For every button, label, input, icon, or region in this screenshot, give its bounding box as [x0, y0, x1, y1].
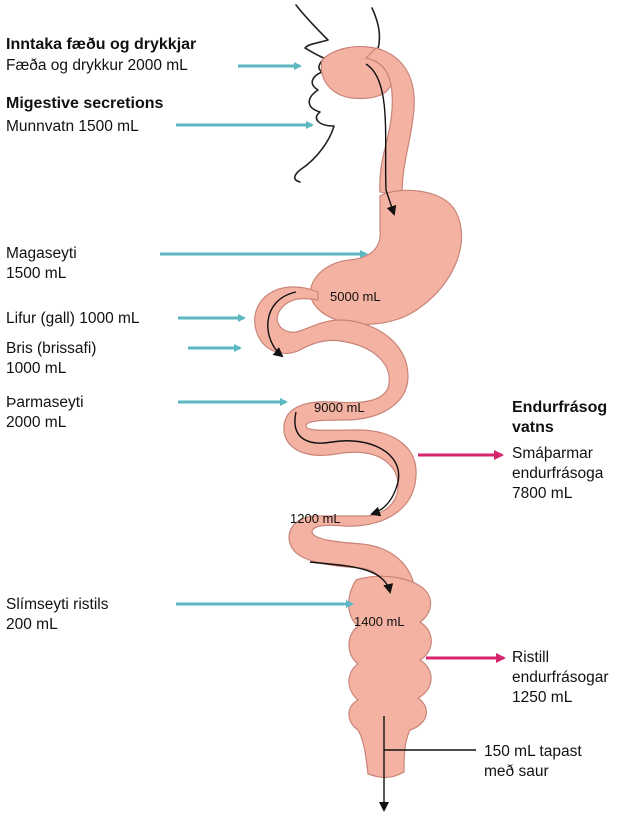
intestinal-label: Þarmaseyti 2000 mL: [6, 394, 84, 431]
ileum-volume: 1200 mL: [290, 511, 341, 526]
flow-arrow-jejunum: [294, 411, 400, 517]
flow-arrow-esophagus: [365, 63, 397, 216]
colon-volume: 1400 mL: [354, 614, 405, 629]
small-intestine-reabsorption-label: Smáþarmar endurfrásoga 7800 mL: [512, 445, 604, 502]
pancreatic-label: Bris (brissafi) 1000 mL: [6, 340, 97, 377]
secretions-heading: Migestive secretions: [6, 95, 164, 112]
saliva-label: Munnvatn 1500 mL: [6, 118, 139, 135]
duodenum-volume: 9000 mL: [314, 400, 365, 415]
flow-arrow-duodenum: [267, 291, 297, 358]
bile-label: Lifur (gall) 1000 mL: [6, 310, 140, 327]
reabsorption-heading: Endurfrásog vatns: [512, 399, 608, 436]
gastric-label: Magaseyti 1500 mL: [6, 245, 77, 282]
colonic-label: Slímseyti ristils 200 mL: [6, 596, 109, 633]
flow-arrows: [267, 63, 476, 812]
intake-heading: Inntaka fæðu og drykkjar: [6, 36, 197, 53]
digestive-tract: [254, 45, 463, 779]
feces-loss-label: 150 mL tapast með saur: [484, 743, 582, 780]
stomach-volume: 5000 mL: [330, 289, 381, 304]
flow-arrow-ileum: [309, 561, 394, 594]
reabsorption-arrows: [418, 450, 506, 663]
large-intestine-reabsorption-label: Ristill endurfrásogar 1250 mL: [512, 649, 609, 706]
secretion-arrows: [160, 62, 368, 608]
food-drink-label: Fæða og drykkur 2000 mL: [6, 57, 188, 74]
